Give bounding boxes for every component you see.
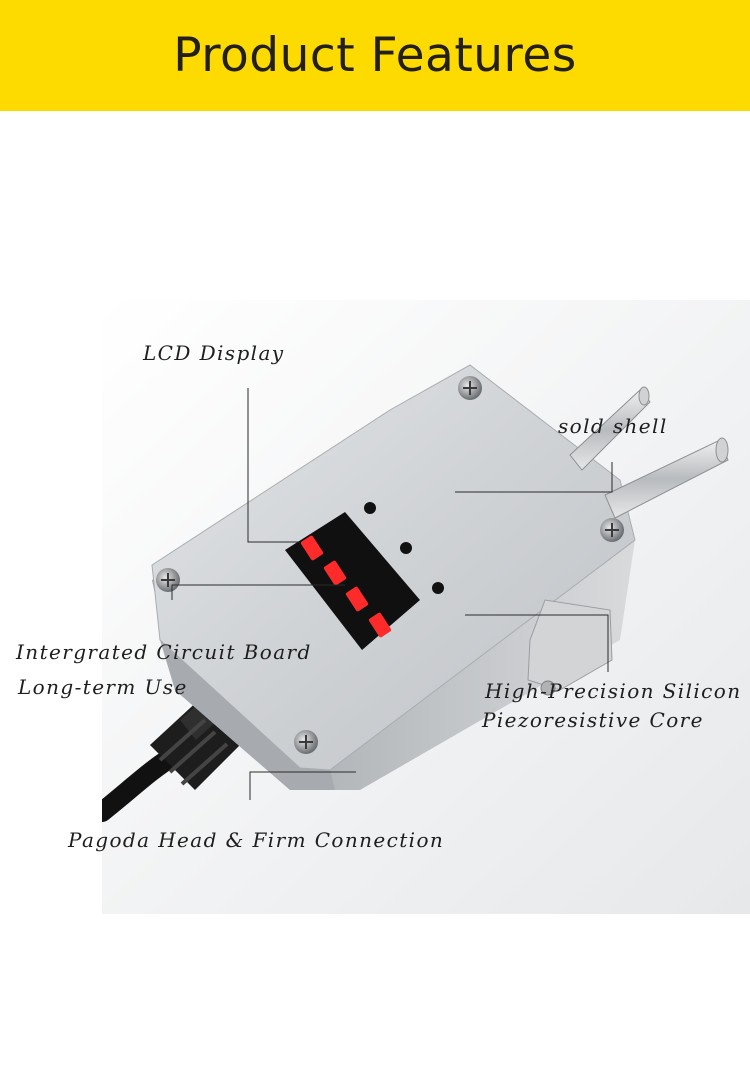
label-lcd-display: LCD Display [143,341,285,365]
label-pagoda-head: Pagoda Head & Firm Connection [68,828,445,852]
pressure-transmitter-image [102,300,750,914]
label-long-term-use: Long-term Use [18,675,188,699]
lcd-digits [300,535,392,638]
control-buttons [364,502,444,594]
label-circuit-board: Intergrated Circuit Board [16,640,312,664]
hose-nozzles [569,386,729,519]
label-core-line2: Piezoresistive Core [482,708,704,732]
label-shell: sold shell [558,414,668,438]
page-title: Product Features [173,28,577,83]
header-banner: Product Features [0,0,750,111]
label-core-line1: High-Precision Silicon [485,679,742,703]
